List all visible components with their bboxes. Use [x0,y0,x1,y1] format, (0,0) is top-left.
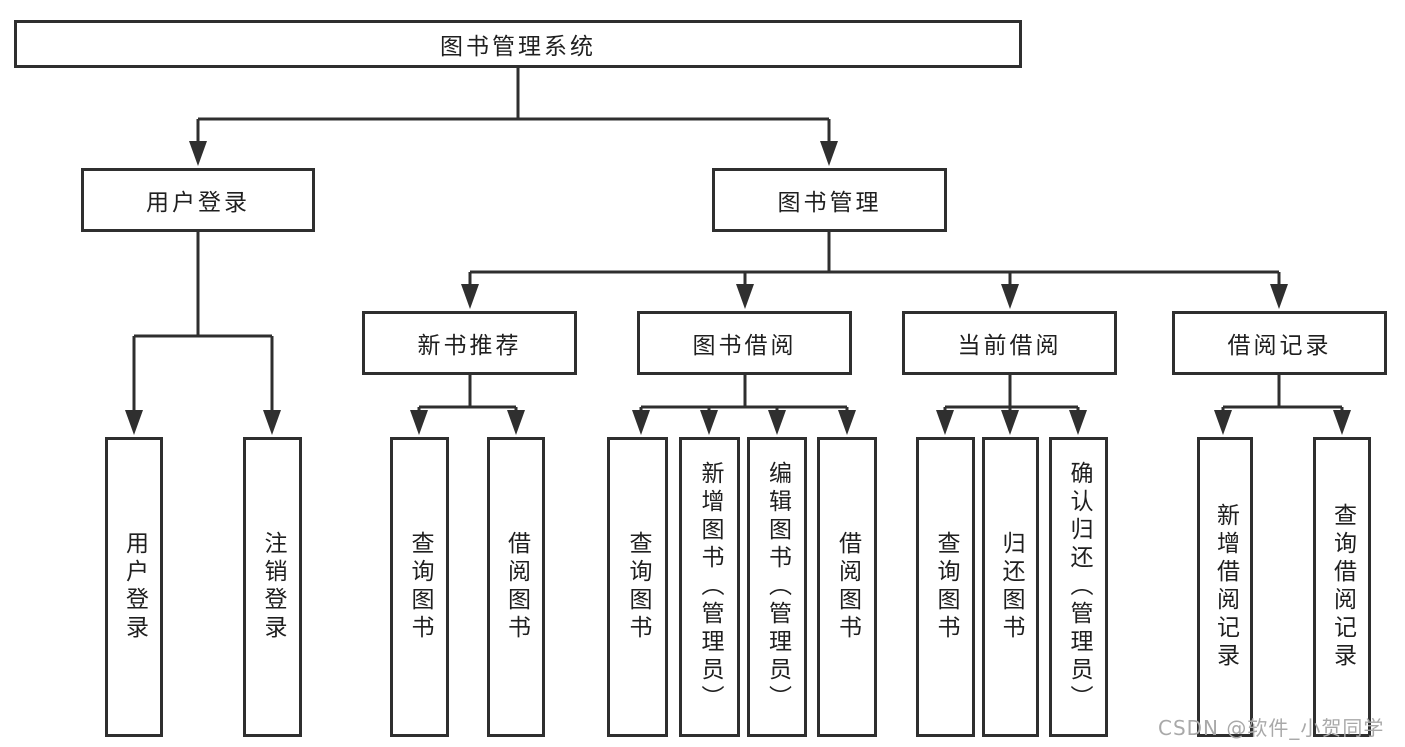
node-label: 编辑图书（管理员） [764,461,791,713]
node-label: 查询借阅记录 [1329,503,1356,671]
node-borrow-books: 借阅图书 [817,437,877,737]
node-edit-book-admin: 编辑图书（管理员） [747,437,807,737]
node-user-login: 用户登录 [105,437,163,737]
node-book-management: 图书管理 [712,168,947,232]
node-user-login-branch: 用户登录 [81,168,315,232]
node-library-management-system: 图书管理系统 [14,20,1022,68]
node-label: 借阅图书 [834,531,861,643]
node-label: 查询图书 [407,531,433,643]
node-label: 用户登录 [146,190,250,216]
node-label: 借阅图书 [503,531,530,643]
node-return-books: 归还图书 [982,437,1039,737]
node-add-book-admin: 新增图书（管理员） [679,437,740,737]
node-label: 新书推荐 [417,333,522,359]
node-logout: 注销登录 [243,437,302,737]
node-confirm-return-admin: 确认归还（管理员） [1049,437,1108,737]
node-borrow-books-recommend: 借阅图书 [487,437,545,737]
node-label: 借阅记录 [1227,333,1332,359]
node-current-borrowing: 当前借阅 [902,311,1117,375]
node-label: 归还图书 [998,531,1024,643]
node-label: 注销登录 [260,531,286,643]
node-label: 新增图书（管理员） [697,461,723,713]
node-borrowing-records: 借阅记录 [1172,311,1387,375]
node-label: 新增借阅记录 [1212,503,1239,671]
node-label: 图书管理系统 [440,34,596,60]
node-label: 用户登录 [121,531,148,643]
node-query-borrow-record: 查询借阅记录 [1313,437,1371,737]
node-query-books-current: 查询图书 [916,437,975,737]
node-new-book-recommend: 新书推荐 [362,311,577,375]
node-label: 图书借阅 [692,333,797,359]
node-query-books-recommend: 查询图书 [390,437,449,737]
node-label: 当前借阅 [957,333,1062,359]
node-label: 确认归还（管理员） [1066,461,1092,713]
node-label: 查询图书 [933,531,959,643]
node-add-borrow-record: 新增借阅记录 [1197,437,1253,737]
arrowhead-icons [125,141,1351,435]
node-label: 图书管理 [777,190,882,216]
node-book-borrowing: 图书借阅 [637,311,852,375]
watermark-text: CSDN @软件_小贺同学 [1158,716,1385,740]
node-label: 查询图书 [625,531,651,643]
node-query-books-borrowing: 查询图书 [607,437,668,737]
